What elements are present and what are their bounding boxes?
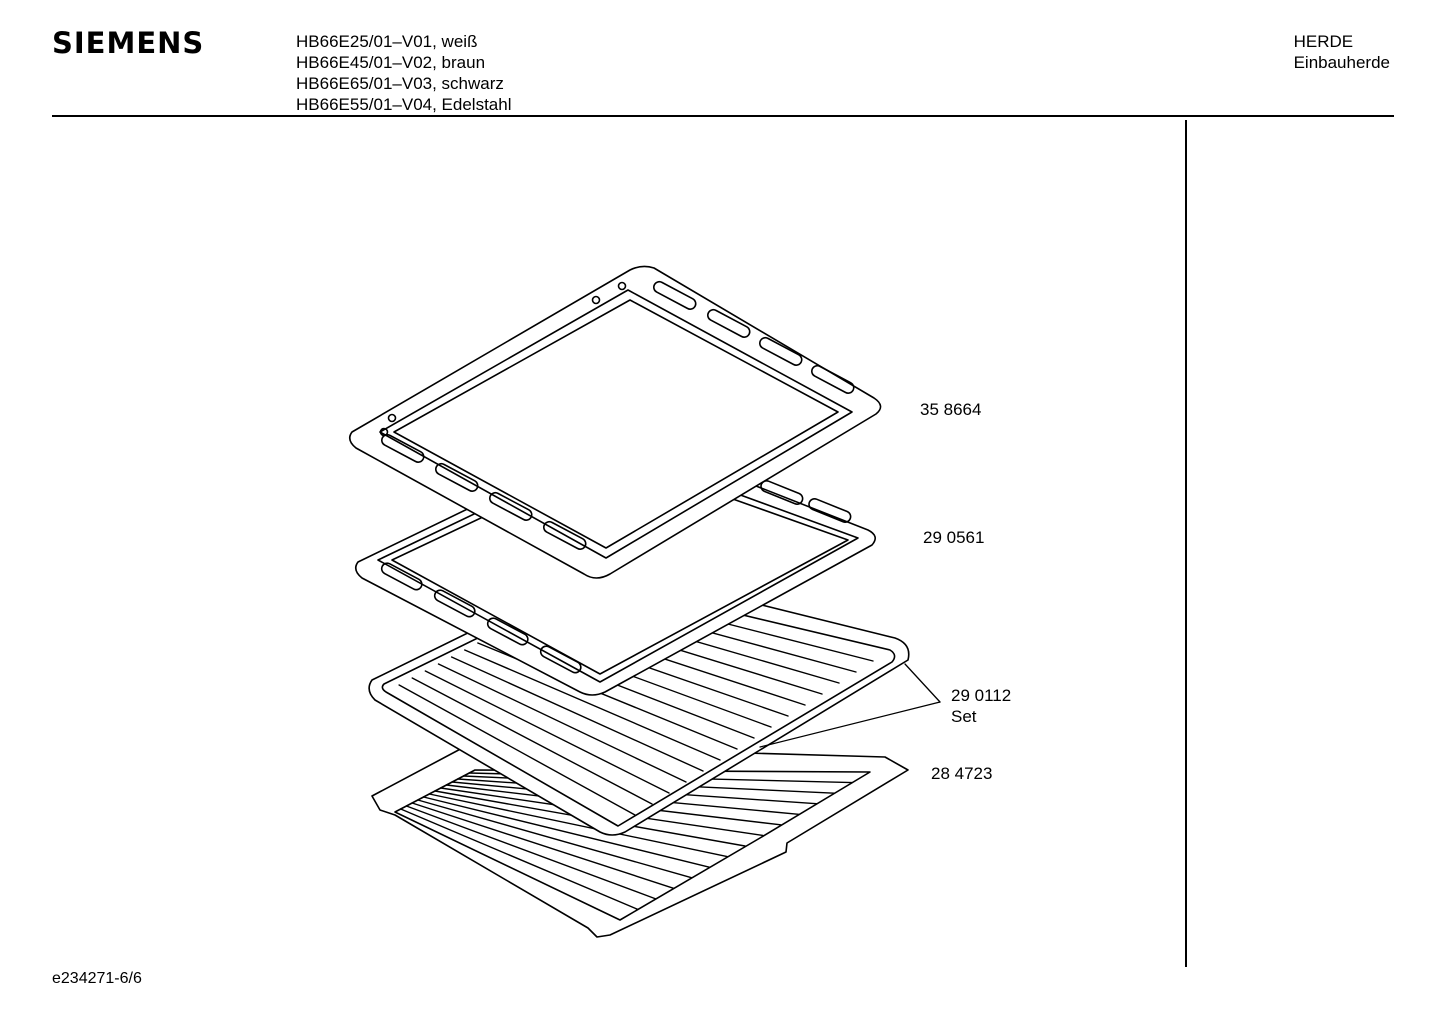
grill-pan-rib	[422, 796, 710, 868]
drawing-id: e234271-6/6	[52, 970, 142, 987]
category-subtitle: Einbauherde	[1293, 53, 1390, 72]
set-leader-lines	[759, 663, 941, 748]
part-label-290561: 29 0561	[923, 528, 985, 547]
wire-rack-bar	[424, 670, 670, 794]
wire-rack-bar	[437, 663, 687, 783]
part-label-358664: 35 8664	[920, 400, 982, 419]
part-label-290112: 29 0112 Set	[951, 685, 1011, 727]
model-list: HB66E25/01–V01, weiß HB66E45/01–V02, bra…	[296, 31, 512, 115]
grill-pan-rib	[400, 808, 639, 911]
wire-rack-bar	[411, 677, 653, 805]
wire-rack-bar	[450, 656, 704, 772]
part-note: Set	[951, 707, 977, 726]
side-divider	[1185, 120, 1187, 967]
siemens-logo: SIEMENS	[52, 26, 205, 60]
part-number: 29 0112	[951, 686, 1012, 705]
category-block: HERDE Einbauherde	[1294, 31, 1390, 73]
grill-pan-rib	[417, 799, 693, 879]
part-label-284723: 28 4723	[931, 764, 993, 783]
header-divider	[52, 115, 1394, 117]
wire-rack-bar	[464, 649, 721, 761]
model-line: HB66E65/01–V03, schwarz	[296, 74, 504, 93]
wire-rack-bar	[398, 684, 636, 816]
model-line: HB66E55/01–V04, Edelstahl	[296, 95, 512, 114]
grill-pan-rib	[411, 802, 675, 889]
grill-pan-rib	[405, 805, 657, 900]
universal-pan-drawing	[348, 265, 882, 579]
grill-pan-rib	[428, 793, 728, 858]
model-line: HB66E45/01–V02, braun	[296, 53, 486, 72]
model-line: HB66E25/01–V01, weiß	[296, 32, 478, 51]
grill-pan-drawing	[371, 744, 909, 938]
category-title: HERDE	[1293, 32, 1354, 51]
